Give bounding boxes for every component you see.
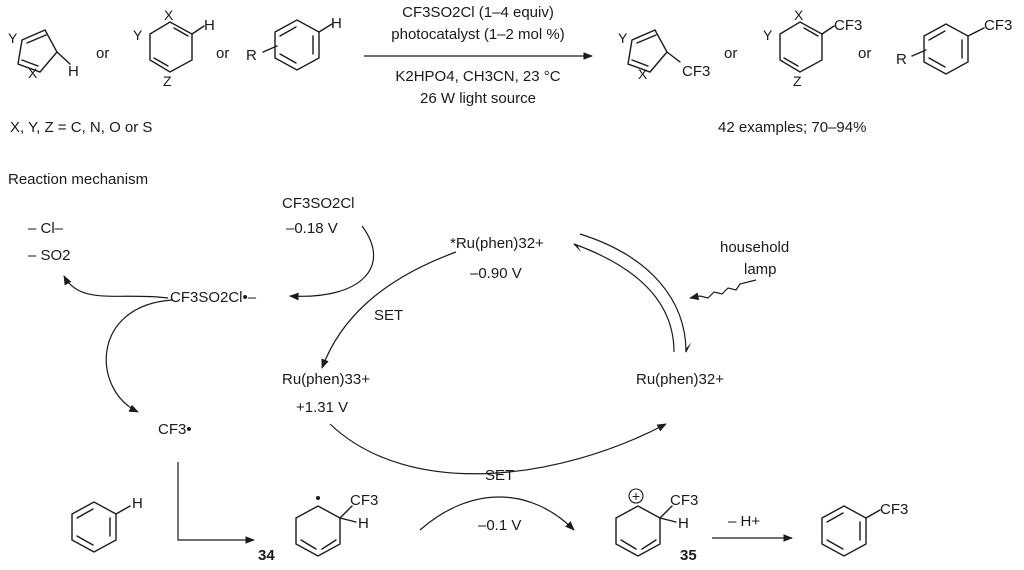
atom-X: X bbox=[164, 7, 174, 23]
atom-CF3: CF3 bbox=[670, 492, 698, 509]
or-text-1: or bbox=[96, 45, 109, 62]
substrate-six-membered-ring: Y X Z H bbox=[133, 7, 215, 89]
arrow-reduction-reagent bbox=[289, 225, 375, 301]
arrow-radical-addition bbox=[177, 462, 255, 544]
or-text-4: or bbox=[858, 45, 871, 62]
yield-note: 42 examples; 70–94% bbox=[718, 119, 866, 136]
atom-H: H bbox=[331, 15, 342, 32]
atom-CF3: CF3 bbox=[984, 17, 1012, 34]
arrow-loss-cl-so2 bbox=[63, 275, 169, 299]
atom-R: R bbox=[246, 47, 257, 64]
arrow-set-bottom bbox=[419, 496, 575, 531]
set-label-bottom: SET bbox=[485, 467, 514, 484]
radical-anion: CF3SO2Cl•– bbox=[170, 289, 257, 306]
light-source-line-1: household bbox=[720, 239, 789, 256]
atom-H: H bbox=[678, 515, 689, 532]
oxidized-catalyst: Ru(phen)33+ bbox=[282, 371, 370, 388]
atom-CF3: CF3 bbox=[682, 63, 710, 80]
atom-X: X bbox=[638, 66, 648, 82]
intermediate-radical-34: CF3 H 34 bbox=[258, 492, 378, 564]
or-text-3: or bbox=[724, 45, 737, 62]
atom-H: H bbox=[68, 63, 79, 80]
set-label-top: SET bbox=[374, 307, 403, 324]
atom-Y: Y bbox=[133, 27, 143, 43]
condition-line-2: 26 W light source bbox=[420, 90, 536, 107]
reagent-potential: –0.18 V bbox=[286, 220, 338, 237]
cf3-radical: CF3• bbox=[158, 421, 192, 438]
atom-CF3: CF3 bbox=[834, 17, 862, 34]
reagent-line-1: CF3SO2Cl (1–4 equiv) bbox=[402, 4, 554, 21]
atom-H: H bbox=[204, 17, 215, 34]
product-six-membered-ring: Y X Z CF3 bbox=[763, 7, 862, 89]
substrate-arene: R H bbox=[246, 15, 342, 71]
reagent-line-2: photocatalyst (1–2 mol %) bbox=[391, 26, 564, 43]
atom-Z: Z bbox=[163, 73, 172, 89]
excited-potential: –0.90 V bbox=[470, 265, 522, 282]
excited-catalyst: *Ru(phen)32+ bbox=[450, 235, 544, 252]
arrow-set-top bbox=[321, 251, 457, 369]
arrow-relaxation bbox=[579, 233, 692, 354]
atom-X: X bbox=[794, 7, 804, 23]
atom-Y: Y bbox=[618, 30, 628, 46]
benzene-reactant: H bbox=[71, 495, 143, 553]
arrow-to-cf3-radical bbox=[105, 299, 173, 413]
atom-X: X bbox=[28, 65, 38, 81]
atom-H: H bbox=[132, 495, 143, 512]
product-trifluoromethylbenzene: CF3 bbox=[821, 501, 908, 557]
ground-catalyst: Ru(phen)32+ bbox=[636, 371, 724, 388]
atom-Y: Y bbox=[8, 30, 18, 46]
atom-Y: Y bbox=[763, 27, 773, 43]
mechanism-heading: Reaction mechanism bbox=[8, 171, 148, 188]
or-text-2: or bbox=[216, 45, 229, 62]
arrow-excitation bbox=[572, 243, 675, 353]
compound-label-34: 34 bbox=[258, 547, 275, 564]
light-source-line-2: lamp bbox=[744, 261, 777, 278]
set-bottom-potential: –0.1 V bbox=[478, 517, 521, 534]
oxidized-potential: +1.31 V bbox=[296, 399, 348, 416]
atom-CF3: CF3 bbox=[350, 492, 378, 509]
condition-line-1: K2HPO4, CH3CN, 23 °C bbox=[395, 68, 560, 85]
loss-chloride: – Cl– bbox=[28, 220, 64, 237]
atom-CF3: CF3 bbox=[880, 501, 908, 518]
reagent-cf3so2cl: CF3SO2Cl bbox=[282, 195, 355, 212]
deprotonation-label: – H+ bbox=[728, 513, 760, 530]
product-arene: R CF3 bbox=[896, 17, 1012, 75]
substrate-five-membered-ring: Y X H bbox=[8, 29, 79, 81]
atom-Z: Z bbox=[793, 73, 802, 89]
plus-charge: + bbox=[632, 488, 640, 504]
light-wavy-arrow bbox=[689, 279, 757, 301]
variable-note: X, Y, Z = C, N, O or S bbox=[10, 119, 152, 136]
atom-R: R bbox=[896, 51, 907, 68]
compound-label-35: 35 bbox=[680, 547, 697, 564]
intermediate-cation-35: + CF3 H 35 bbox=[615, 488, 698, 564]
product-five-membered-ring: Y X CF3 bbox=[618, 29, 710, 82]
loss-so2: – SO2 bbox=[28, 247, 71, 264]
arrow-catalyst-regeneration bbox=[329, 423, 667, 475]
atom-H: H bbox=[358, 515, 369, 532]
